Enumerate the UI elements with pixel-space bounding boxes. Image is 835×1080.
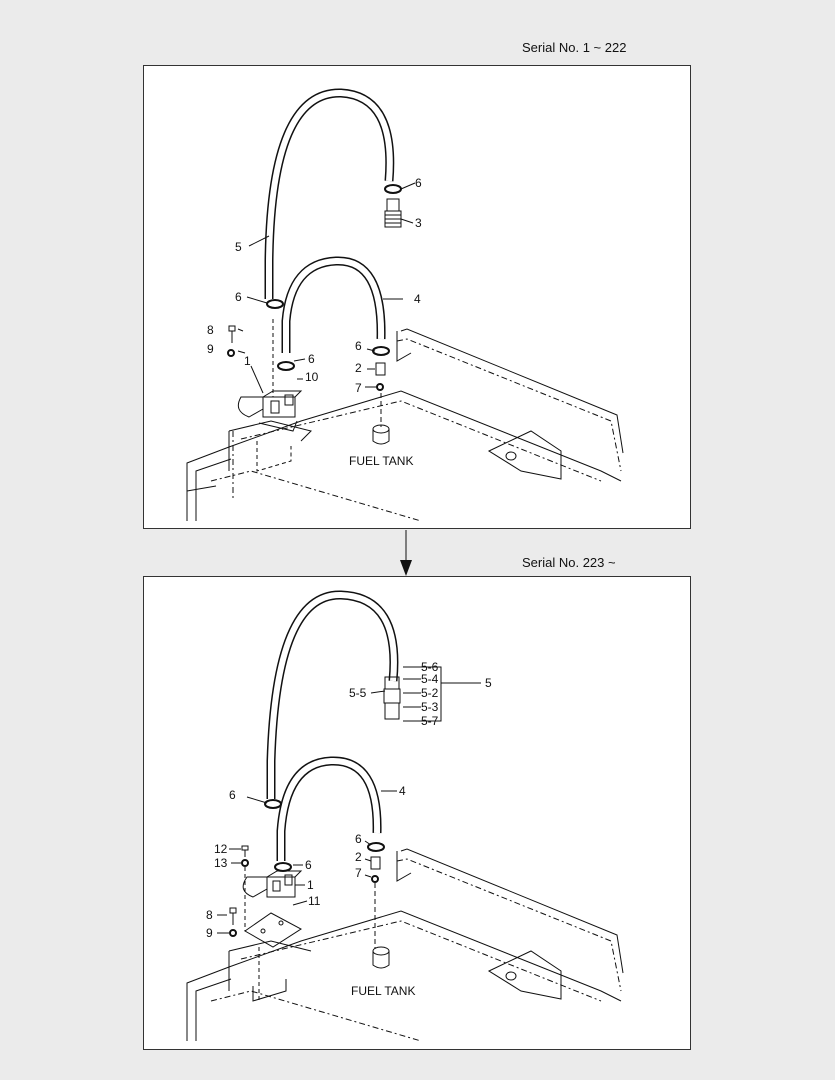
callout-bottom-6a: 6 (229, 788, 236, 802)
callout-top-6b: 6 (235, 290, 242, 304)
fuel-line-diagram-top: FUEL TANK 6 3 5 4 6 8 9 1 6 10 6 2 7 (186, 88, 624, 522)
callout-top-3: 3 (415, 216, 422, 230)
callout-bottom-6c: 6 (355, 832, 362, 846)
callout-bottom-12: 12 (214, 842, 228, 856)
callout-bottom-13: 13 (214, 856, 228, 870)
callout-bottom-6b: 6 (305, 858, 312, 872)
callout-bottom-5-3: 5-3 (421, 700, 439, 714)
callout-bottom-2: 2 (355, 850, 362, 864)
callout-bottom-4: 4 (399, 784, 406, 798)
callout-bottom-5-2: 5-2 (421, 686, 439, 700)
callout-bottom-8: 8 (206, 908, 213, 922)
callout-bottom-9: 9 (206, 926, 213, 940)
callout-bottom-1: 1 (307, 878, 314, 892)
callout-top-2: 2 (355, 361, 362, 375)
callout-top-6d: 6 (355, 339, 362, 353)
callout-top-8: 8 (207, 323, 214, 337)
callout-bottom-5-4: 5-4 (421, 672, 439, 686)
callout-top-10: 10 (305, 370, 319, 384)
arrow-down-icon (400, 530, 412, 576)
callout-bottom-5: 5 (485, 676, 492, 690)
diagram-panel-bottom: FUEL TANK 5-6 5-4 5-5 5-2 5-3 5-7 5 6 4 … (143, 576, 691, 1050)
callout-top-9: 9 (207, 342, 214, 356)
tank-label-top: FUEL TANK (349, 454, 413, 468)
callout-bottom-7: 7 (355, 866, 362, 880)
diagram-panel-top: FUEL TANK 6 3 5 4 6 8 9 1 6 10 6 2 7 (143, 65, 691, 529)
callout-bottom-5-7: 5-7 (421, 714, 439, 728)
callout-bottom-11: 11 (308, 894, 321, 908)
callout-top-6c: 6 (308, 352, 315, 366)
callout-top-5: 5 (235, 240, 242, 254)
serial-bottom: Serial No. 223 ~ (522, 555, 616, 570)
callout-bottom-5-6: 5-6 (421, 660, 439, 674)
callout-top-4: 4 (414, 292, 421, 306)
fuel-line-diagram-bottom: FUEL TANK 5-6 5-4 5-5 5-2 5-3 5-7 5 6 4 … (186, 590, 624, 1042)
serial-top: Serial No. 1 ~ 222 (522, 40, 627, 55)
callout-top-1: 1 (244, 354, 251, 368)
callout-bottom-5-5: 5-5 (349, 686, 367, 700)
callout-top-6a: 6 (415, 176, 422, 190)
tank-label-bottom: FUEL TANK (351, 984, 415, 998)
callout-top-7: 7 (355, 381, 362, 395)
